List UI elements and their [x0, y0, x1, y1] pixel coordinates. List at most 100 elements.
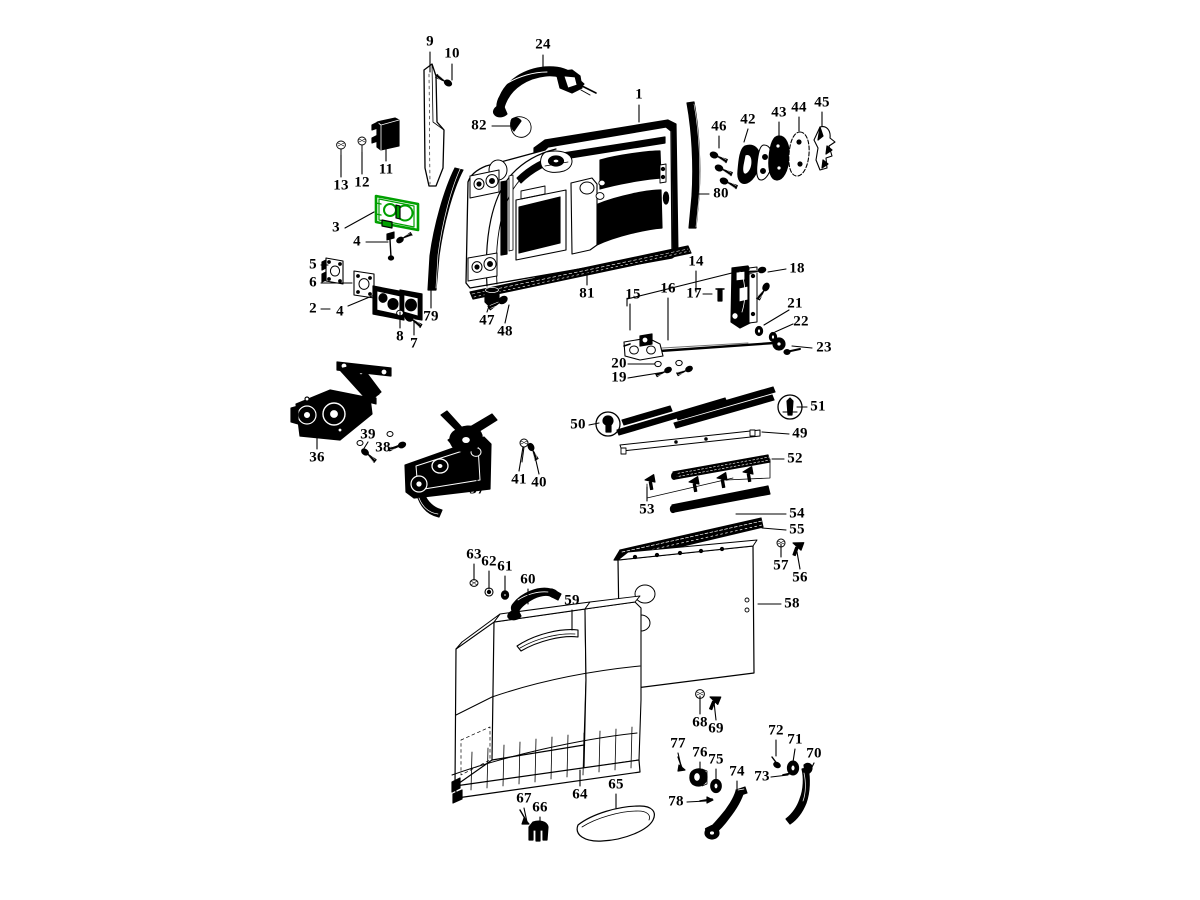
callout-number-4: 4: [336, 303, 344, 320]
callout-number-58: 58: [784, 595, 800, 612]
callout-leader-78: [686, 800, 707, 803]
callout-leader-19: [627, 371, 666, 379]
part-41-washer: [519, 438, 529, 463]
callout-number-73: 73: [754, 768, 770, 785]
callout-number-46: 46: [711, 118, 727, 135]
callout-number-18: 18: [789, 260, 805, 277]
callout-number-51: 51: [810, 398, 826, 415]
callout-leader-23: [791, 345, 813, 349]
part-54-felt-channel: [669, 485, 771, 514]
callout-number-40: 40: [531, 474, 547, 491]
callout-leader-39: [362, 441, 369, 451]
callout-number-53: 53: [639, 501, 655, 518]
callout-number-54: 54: [789, 505, 805, 522]
callout-leader-40: [533, 451, 540, 475]
part-59-trim-panel: [451, 595, 642, 804]
part-13-screw: [336, 140, 346, 157]
callout-number-63: 63: [466, 546, 482, 563]
callout-leader-50: [588, 422, 600, 426]
callout-number-8: 8: [396, 328, 404, 345]
part-21-bushing: [754, 325, 764, 337]
part-moulding-upper-b: [621, 405, 673, 426]
callout-number-64: 64: [572, 786, 588, 803]
callout-number-61: 61: [497, 558, 513, 575]
callout-leader-22: [774, 323, 794, 333]
part-4-screws-upper: [386, 230, 413, 261]
callout-number-48: 48: [497, 323, 513, 340]
part-56-clip: [788, 538, 805, 558]
part-6-plate: [353, 270, 375, 299]
part-79-frame-seal: [427, 164, 464, 291]
callout-number-62: 62: [481, 553, 497, 570]
callout-number-67: 67: [516, 790, 532, 807]
callout-leader-lines: [316, 51, 823, 827]
part-16-link-rod: [643, 337, 786, 354]
callout-leader-3: [344, 211, 375, 229]
callout-number-76: 76: [692, 744, 708, 761]
callout-number-4: 4: [353, 233, 361, 250]
part-20-washers: [654, 359, 683, 368]
callout-number-16: 16: [660, 280, 676, 297]
callout-number-72: 72: [768, 722, 784, 739]
part-24-exterior-handle: [493, 66, 597, 118]
part-43-lock-plate: [768, 135, 790, 181]
callout-number-41: 41: [511, 471, 527, 488]
callout-number-79: 79: [423, 308, 439, 325]
part-46-screws: [708, 150, 739, 190]
callout-leader-73: [770, 774, 789, 778]
callout-leader-41: [518, 446, 524, 472]
callout-number-9: 9: [426, 33, 434, 50]
part-2-hinge-pair: [372, 285, 423, 321]
part-65-armrest: [576, 805, 655, 842]
callout-number-6: 6: [309, 274, 317, 291]
callout-number-47: 47: [479, 312, 495, 329]
part-49-channel: [619, 429, 761, 455]
part-73-pin: [782, 771, 798, 776]
part-15-remote-bracket: [623, 333, 664, 361]
part-51-key-symbol: [777, 394, 803, 420]
callout-leader-21: [763, 309, 790, 326]
callout-number-23: 23: [816, 339, 832, 356]
part-19-screws: [655, 364, 694, 379]
callout-number-60: 60: [520, 571, 536, 588]
callout-number-81: 81: [579, 285, 595, 302]
callout-number-44: 44: [791, 99, 807, 116]
callout-number-82: 82: [471, 117, 487, 134]
callout-number-74: 74: [729, 763, 745, 780]
part-82-grommet: [510, 116, 532, 138]
callout-number-69: 69: [708, 720, 724, 737]
callout-leader-69: [713, 701, 717, 721]
callout-leader-49: [761, 431, 790, 435]
callout-leader-47: [486, 299, 492, 313]
callout-number-55: 55: [789, 521, 805, 538]
part-23-clip: [783, 348, 801, 355]
part-36-window-regulator: [290, 361, 392, 441]
callout-number-59: 59: [564, 592, 580, 609]
callout-number-70: 70: [806, 745, 822, 762]
callout-number-38: 38: [375, 439, 391, 456]
part-69-clip: [705, 692, 722, 712]
part-5-plate: [321, 257, 344, 285]
callout-number-3: 3: [332, 219, 340, 236]
callout-number-5: 5: [309, 256, 317, 273]
callout-number-66: 66: [532, 799, 548, 816]
part-9-pillar-seal: [423, 63, 445, 187]
callout-number-10: 10: [444, 45, 460, 62]
callout-leader-48: [504, 304, 510, 324]
part-42-striker: [737, 144, 773, 184]
part-60-grab-handle: [507, 587, 562, 621]
part-76-escutcheon: [689, 768, 708, 787]
callout-number-49: 49: [792, 425, 808, 442]
part-44-gasket: [788, 131, 810, 177]
callout-leader-77: [677, 752, 682, 767]
part-3-hinge-highlighted: [374, 194, 420, 232]
callout-number-19: 19: [611, 369, 627, 386]
part-78-pin: [699, 796, 714, 804]
callout-number-45: 45: [814, 94, 830, 111]
part-51-moulding: [673, 386, 776, 429]
part-39-washers: [356, 431, 394, 446]
callout-number-11: 11: [378, 161, 394, 178]
callout-number-68: 68: [692, 714, 708, 731]
